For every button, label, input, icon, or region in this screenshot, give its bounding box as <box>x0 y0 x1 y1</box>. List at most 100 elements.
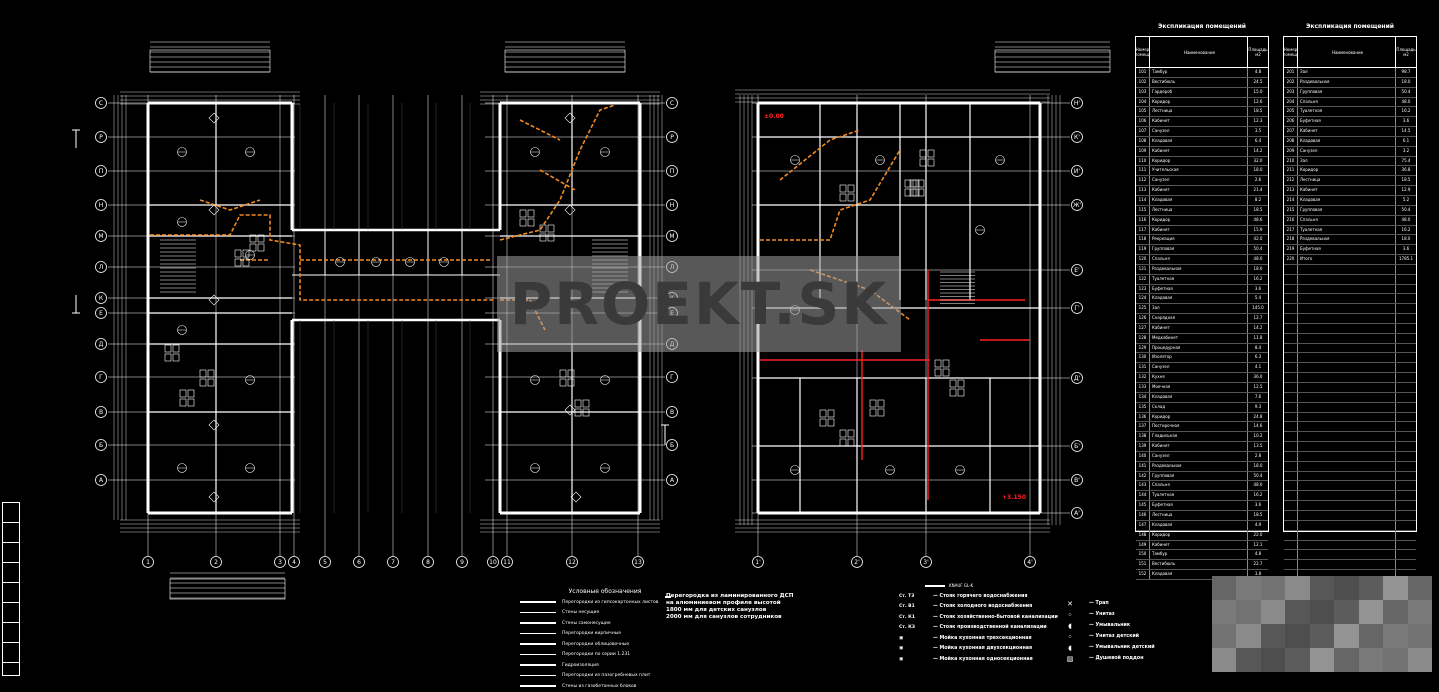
room-tag <box>177 463 187 473</box>
riser-code: ▣ <box>899 646 904 652</box>
room-tag <box>245 147 255 157</box>
fixture <box>934 368 942 377</box>
col-number: Номер помещ. <box>1283 37 1298 67</box>
pipe-line <box>499 104 616 241</box>
legend-item: ◖— Умывальник <box>1063 620 1173 631</box>
room-area: 22.7 <box>1253 561 1263 567</box>
fixture <box>957 388 965 397</box>
room-tag <box>177 325 187 335</box>
room-name: Коридор <box>1150 215 1248 225</box>
axis-marker <box>752 556 764 568</box>
fixture <box>927 149 935 158</box>
axis-label: Д' <box>1074 375 1081 382</box>
elevation-marker <box>208 204 220 216</box>
room-name: Групповая <box>1150 471 1248 481</box>
room-area: 16.2 <box>1401 226 1411 232</box>
axis-marker <box>95 439 107 451</box>
room-area: 11.8 <box>1253 334 1263 340</box>
room-number: 110 <box>1136 156 1150 166</box>
room-area: 16.2 <box>1253 275 1263 281</box>
fixture-symbol-icon: ◦ <box>1067 610 1073 619</box>
axis-label: В' <box>1074 477 1080 484</box>
room-name: Кабинет <box>1150 117 1248 127</box>
table-row-empty <box>1284 520 1416 531</box>
table-row-empty <box>1284 264 1416 275</box>
room-number: 137 <box>1136 422 1150 432</box>
axis-marker <box>95 199 107 211</box>
room-name: Коридор <box>1150 530 1248 540</box>
room-name: Зал <box>1298 156 1396 166</box>
elevation-marker <box>208 294 220 306</box>
room-number: 218 <box>1284 235 1298 245</box>
room-number: 108 <box>1136 136 1150 146</box>
pipe-line <box>779 129 861 181</box>
axis-marker <box>95 474 107 486</box>
legend-item: Стены несущие <box>520 608 670 619</box>
axis-marker <box>210 556 222 568</box>
room-name: Спальня <box>1150 255 1248 264</box>
room-name: Санузел <box>1150 176 1248 186</box>
axis-marker <box>95 307 107 319</box>
fixture <box>527 209 535 218</box>
axis-label: А' <box>1074 510 1080 517</box>
fixture <box>249 234 257 243</box>
room-number: 212 <box>1284 176 1298 186</box>
fixture <box>869 399 877 408</box>
room-number: 144 <box>1136 491 1150 501</box>
room-area: 18.0 <box>1253 167 1263 173</box>
fixture <box>257 234 265 243</box>
legend-line-sample <box>520 654 556 656</box>
room-area: 48.6 <box>1253 216 1263 222</box>
legend-label: — Умывальник <box>1089 623 1131 628</box>
room-area: 18.0 <box>1401 236 1411 242</box>
room-area: 50.4 <box>1401 88 1411 94</box>
room-name: Гладильная <box>1150 432 1248 442</box>
axis-label: С <box>99 100 103 107</box>
room-area: 50.4 <box>1253 246 1263 252</box>
table-row-empty <box>1284 442 1416 452</box>
axis-label: 4 <box>292 559 296 566</box>
table-row-empty <box>1284 432 1416 443</box>
fixture <box>234 258 242 267</box>
axis-label: 11 <box>503 559 511 566</box>
fixture <box>547 233 555 242</box>
table-row-empty <box>1284 560 1416 571</box>
room-name: Кухня <box>1150 373 1248 382</box>
room-number: 138 <box>1136 432 1150 442</box>
table-row-empty <box>1284 461 1416 472</box>
section-marker <box>72 295 80 314</box>
room-number: 124 <box>1136 294 1150 304</box>
room-area: 98.7 <box>1401 69 1411 74</box>
room-tag <box>530 375 540 385</box>
fixture <box>207 378 215 387</box>
room-area: 3.6 <box>1402 118 1410 124</box>
room-number: 214 <box>1284 195 1298 205</box>
legend-item: Ст. К1— Стояк хозяйственно-бытовой канал… <box>899 612 1089 623</box>
room-tag <box>600 375 610 385</box>
section-marker <box>72 129 80 148</box>
fixture <box>559 369 567 378</box>
legend-line-sample <box>520 685 556 688</box>
room-number: 209 <box>1284 146 1298 156</box>
room-number: 112 <box>1136 176 1150 186</box>
fixture <box>904 179 912 188</box>
axis-marker <box>142 556 154 568</box>
axis-marker <box>95 165 107 177</box>
fixture <box>164 344 172 353</box>
axis-label: 13 <box>634 559 642 566</box>
room-name: Кабинет <box>1150 225 1248 235</box>
fixture <box>249 243 257 252</box>
room-name: Буфетная <box>1298 245 1396 255</box>
room-tag <box>600 147 610 157</box>
table-row-empty <box>1284 363 1416 374</box>
legend-label: Стены несущие <box>562 610 600 616</box>
room-name: Кабинет <box>1298 186 1396 195</box>
